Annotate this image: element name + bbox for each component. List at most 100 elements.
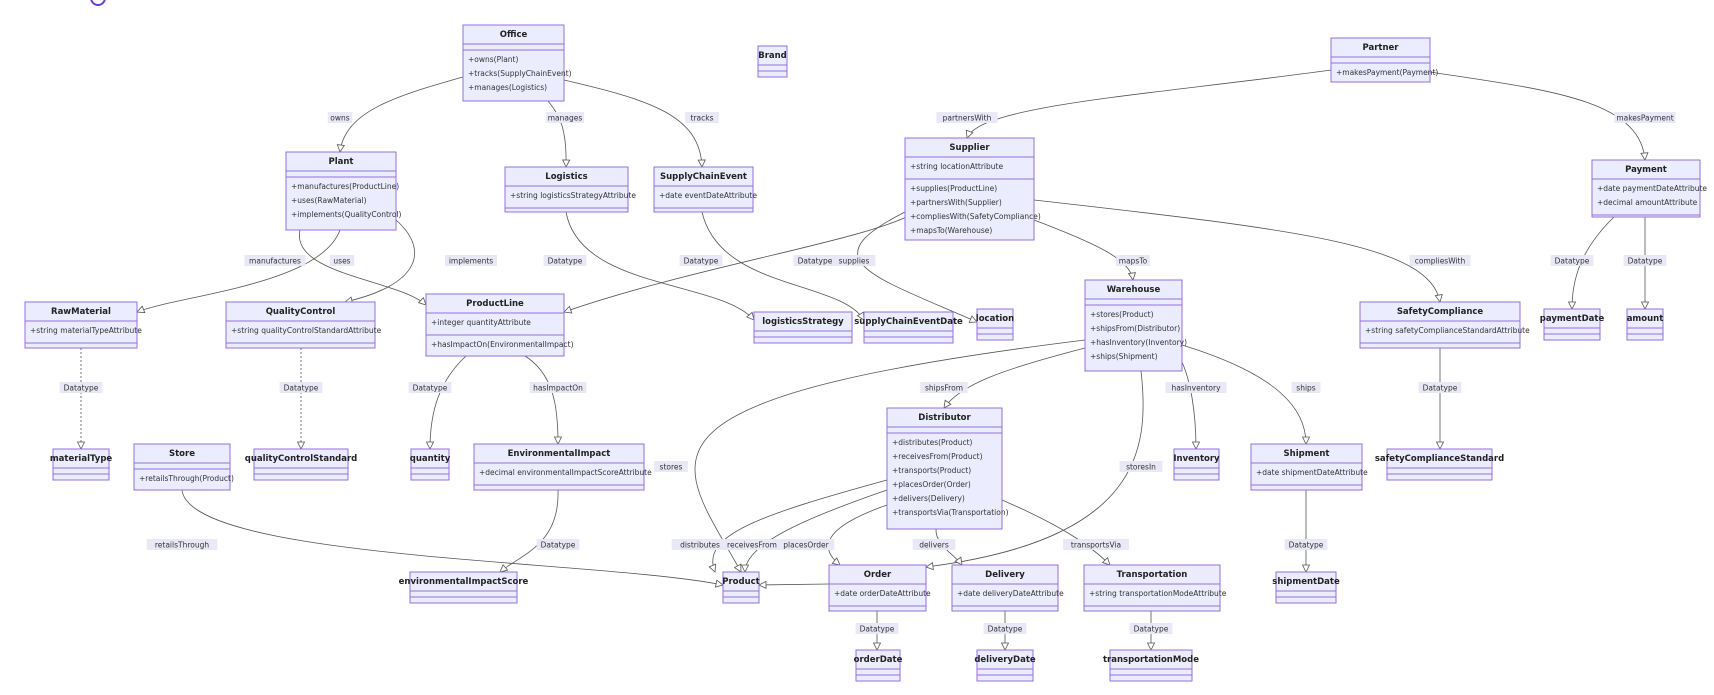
relation-label: transportsVia [1071, 541, 1121, 550]
class-payment: Payment+date paymentDateAttribute+decima… [1591, 159, 1707, 218]
relation-label: Datatype [1423, 384, 1458, 393]
class-name-supplier: Supplier [949, 143, 990, 153]
class-box-deliverydate [976, 649, 1034, 682]
relation-supplier-location [857, 211, 978, 323]
class-productline: ProductLine+integer quantityAttribute+ha… [425, 293, 574, 357]
relation-office-logistics [547, 100, 567, 168]
relation-distributor-product [712, 479, 888, 573]
class-method: +transportsVia(Transportation) [892, 508, 1009, 517]
class-name-transportation: Transportation [1117, 570, 1188, 580]
class-box-supplychaineventdate [863, 311, 954, 344]
relation-label-bg [654, 461, 688, 472]
relation-label-bg [529, 382, 587, 393]
relation-label: compliesWith [1415, 257, 1466, 266]
class-shipmentdate: shipmentDate [1272, 571, 1340, 604]
relation-label: partnersWith [943, 114, 992, 123]
relation-distributor-order [828, 504, 888, 566]
arrowhead [968, 315, 978, 323]
arrowhead [872, 642, 882, 651]
arrowhead [746, 311, 755, 321]
relation-label-bg [1291, 382, 1321, 393]
relation-label: manufactures [249, 257, 301, 266]
class-name-shipment: Shipment [1284, 449, 1330, 459]
class-name-amount: amount [1627, 314, 1664, 324]
relation-label-bg [536, 539, 580, 550]
relation-label: Datatype [1289, 541, 1324, 550]
class-rawmaterial: RawMaterial+string materialTypeAttribute [24, 301, 142, 349]
arrowhead [965, 129, 974, 139]
class-method: +manufactures(ProductLine) [291, 182, 399, 191]
relation-distributor-transportation [1001, 499, 1111, 566]
class-box-plant [285, 151, 397, 231]
relation-label: Datatype [1555, 257, 1590, 266]
class-location: location [976, 308, 1014, 341]
relation-label: Datatype [284, 384, 319, 393]
arrowhead [831, 557, 841, 566]
relation-label: Datatype [548, 257, 583, 266]
relation-label-bg [146, 539, 218, 550]
class-method: +hasImpactOn(EnvironmentalImpact) [431, 340, 574, 349]
class-box-transportation [1083, 564, 1221, 612]
class-name-qualitycontrolstandard: qualityControlStandard [245, 454, 358, 464]
relation-plant-rawmaterial [136, 229, 341, 313]
relation-label-bg [1116, 255, 1150, 266]
arrowhead [1434, 293, 1443, 303]
class-method: +makesPayment(Payment) [1336, 68, 1438, 77]
arrowhead [954, 556, 963, 566]
class-office: Office+owns(Plant)+tracks(SupplyChainEve… [462, 24, 572, 102]
arrowhead [417, 296, 427, 306]
relation-label: owns [330, 114, 349, 123]
relation-label-bg [59, 382, 103, 393]
class-environmentalimpact: EnvironmentalImpact+decimal environmenta… [473, 443, 652, 491]
class-orderdate: orderDate [854, 649, 903, 682]
class-box-delivery [951, 564, 1059, 612]
relation-label: placesOrder [783, 541, 829, 550]
class-attribute: +date orderDateAttribute [834, 589, 931, 598]
class-attribute: +string logisticsStrategyAttribute [510, 191, 636, 200]
arrowhead [562, 159, 571, 168]
relation-label-bg [685, 112, 719, 123]
class-attribute: +date paymentDateAttribute [1597, 184, 1707, 193]
arrowhead [740, 564, 750, 573]
relation-label-bg [1119, 461, 1163, 472]
arrowhead [553, 436, 563, 445]
class-name-supplychaineventdate: supplyChainEventDate [854, 317, 963, 327]
arrowhead [563, 305, 573, 314]
class-box-transportationmode [1109, 649, 1193, 682]
relation-supplier-safetycompliance [1033, 199, 1441, 303]
arrowhead [136, 305, 146, 314]
arrowhead [697, 159, 706, 168]
class-box-qualitycontrol [225, 301, 376, 349]
relation-label-bg [1418, 382, 1462, 393]
relation-label-bg [1063, 539, 1129, 550]
relation-label: mapsTo [1119, 257, 1148, 266]
arrowhead [1567, 301, 1577, 310]
relation-label-bg [777, 539, 835, 550]
class-method: +delivers(Delivery) [892, 494, 965, 503]
relation-label: Datatype [684, 257, 719, 266]
class-materialtype: materialType [50, 448, 112, 481]
class-warehouse: Warehouse+stores(Product)+shipsFrom(Dist… [1084, 279, 1187, 372]
class-box-safetycompliance [1359, 301, 1521, 349]
class-partner: Partner+makesPayment(Payment) [1330, 37, 1438, 83]
relation-label: uses [333, 257, 350, 266]
class-attribute: +string safetyComplianceStandardAttribut… [1365, 326, 1530, 335]
arrowhead [1640, 301, 1650, 310]
arrowhead [925, 561, 934, 571]
class-box-safetycompliancestandard [1386, 448, 1493, 481]
class-product: Product [722, 571, 760, 604]
class-name-brand: Brand [758, 51, 787, 61]
relation-label: hasInventory [1171, 384, 1221, 393]
class-order: Order+date orderDateAttribute [828, 564, 931, 612]
relation-warehouse-order [925, 370, 1144, 568]
relation-label: ships [1296, 384, 1316, 393]
class-name-environmentalimpact: EnvironmentalImpact [508, 449, 611, 459]
class-box-qualitycontrolstandard [253, 448, 349, 481]
class-box-inventory [1173, 448, 1220, 481]
class-method: +uses(RawMaterial) [291, 196, 367, 205]
class-box-logistics [504, 166, 629, 213]
relation-store-product [181, 489, 724, 586]
class-environmentalimpactscore: environmentalImpactScore [399, 571, 529, 604]
class-qualitycontrol: QualityControl+string qualityControlStan… [225, 301, 382, 349]
relation-office-plant [339, 76, 464, 153]
